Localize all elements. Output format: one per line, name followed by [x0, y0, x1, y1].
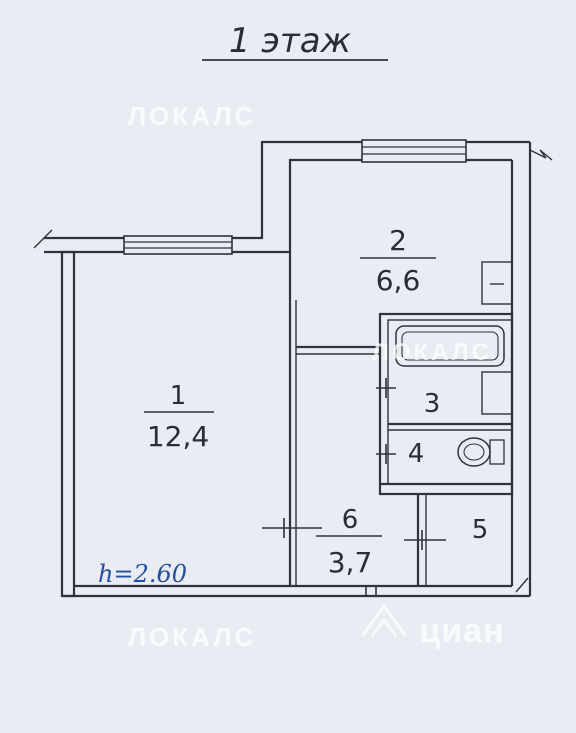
room-3-number: 3 [424, 389, 441, 419]
window-room-2 [361, 139, 467, 163]
room-4-number: 4 [408, 439, 425, 469]
cian-logo-icon [360, 603, 408, 637]
bathtub [395, 325, 505, 367]
room-1-number: 1 [170, 381, 187, 411]
room-1-area: 12,4 [147, 420, 209, 453]
room-5-number: 5 [472, 515, 489, 545]
toilet [457, 437, 505, 467]
room-2-number: 2 [389, 224, 407, 257]
cian-logo-text: циан [419, 612, 504, 650]
door-marks [262, 378, 446, 596]
watermark-top: ЛОКАЛС [128, 101, 256, 131]
watermark-bottom: ЛОКАЛС [128, 622, 256, 652]
ceiling-height-note: h=2.60 [98, 560, 187, 588]
watermark-middle: ЛОКАЛС [372, 339, 492, 366]
room-6-number: 6 [342, 505, 359, 535]
interior-walls [288, 252, 514, 586]
floor-title: 1 этаж [229, 21, 352, 61]
room-6-area: 3,7 [328, 546, 373, 579]
room-2-area: 6,6 [376, 264, 421, 297]
window-room-1 [123, 235, 233, 255]
cian-logo: циан [360, 603, 504, 650]
